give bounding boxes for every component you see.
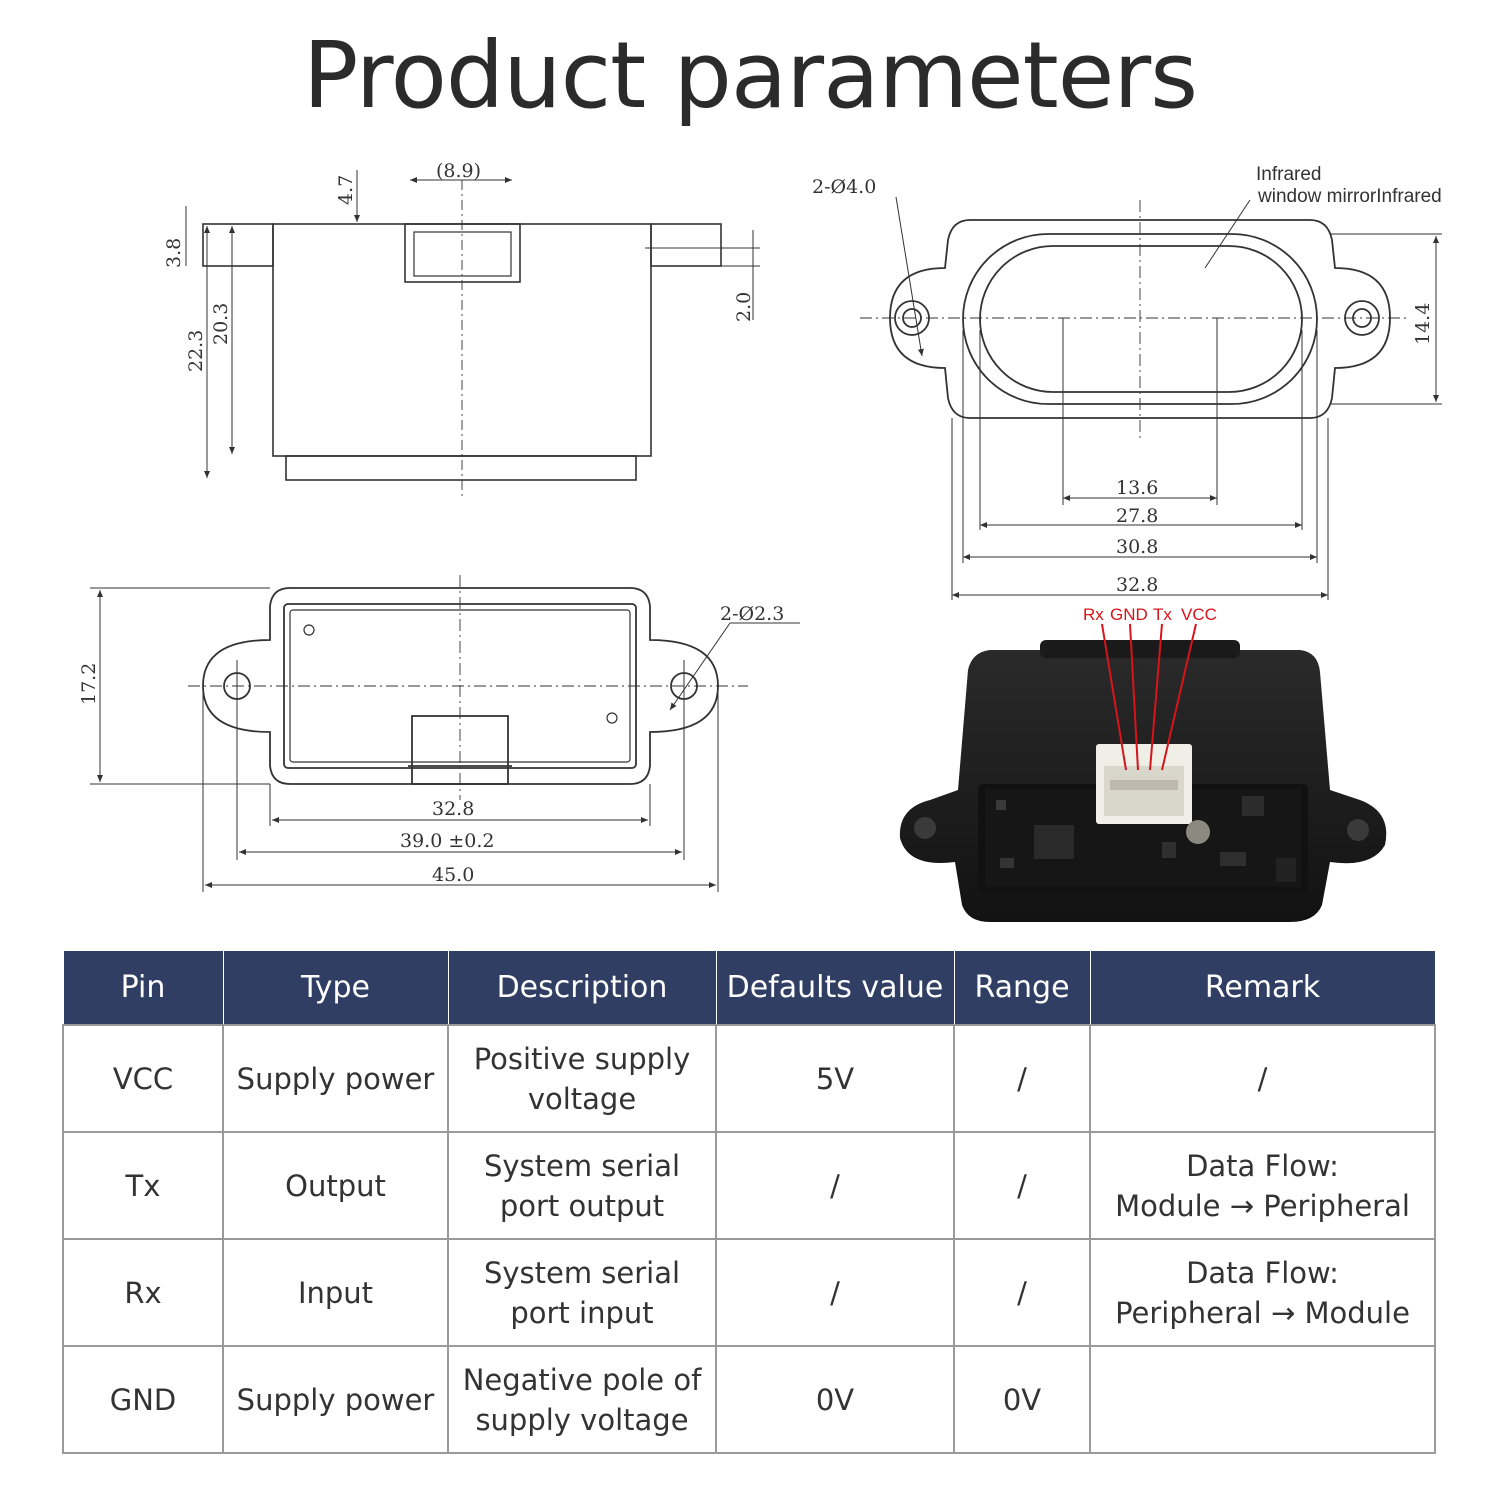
cell-range: / xyxy=(953,1024,1091,1133)
cell-pin: VCC xyxy=(62,1024,224,1133)
cell-type: Supply power xyxy=(222,1345,449,1454)
dim-front-13-6: 13.6 xyxy=(1116,477,1158,499)
cell-remark: Data Flow: Module → Peripheral xyxy=(1089,1131,1436,1240)
dim-back-39-0: 39.0 ±0.2 xyxy=(400,830,494,852)
side-view-drawing xyxy=(185,170,760,500)
header-description: Description xyxy=(447,951,717,1025)
dim-front-30-8: 30.8 xyxy=(1116,536,1158,558)
technical-drawings: (8.9) 4.7 3.8 22.3 20.3 2.0 2-Ø4.0 I xyxy=(78,160,1442,922)
cell-default: / xyxy=(715,1131,955,1240)
dim-total-height: 22.3 xyxy=(185,330,207,372)
table-header-row: Pin Type Description Defaults value Rang… xyxy=(62,951,1436,1025)
desc-line: Negative pole of xyxy=(462,1362,702,1397)
desc-line: supply voltage xyxy=(475,1402,689,1437)
dim-front-32-8: 32.8 xyxy=(1116,574,1158,596)
page-title: Product parameters xyxy=(302,22,1198,129)
cell-range: / xyxy=(953,1131,1091,1240)
dim-flange-thickness: 2.0 xyxy=(733,292,755,322)
cell-range: / xyxy=(953,1238,1091,1347)
table-row: Tx Output System serial port output / / D… xyxy=(62,1131,1436,1240)
cell-description: Negative pole of supply voltage xyxy=(447,1345,717,1454)
header-range: Range xyxy=(953,951,1091,1025)
cell-description: System serial port output xyxy=(447,1131,717,1240)
remark-line: Peripheral → Module xyxy=(1115,1295,1410,1330)
cell-range: 0V xyxy=(953,1345,1091,1454)
pin-label-rx: Rx xyxy=(1083,605,1104,624)
cell-pin: Tx xyxy=(62,1131,224,1240)
desc-line: port input xyxy=(510,1295,654,1330)
pin-table: Pin Type Description Defaults value Rang… xyxy=(62,951,1436,1454)
front-view-drawing xyxy=(860,196,1442,600)
table-row: Rx Input System serial port input / / Dat… xyxy=(62,1238,1436,1347)
header-defaults-value: Defaults value xyxy=(715,951,955,1025)
back-view-drawing xyxy=(90,575,800,892)
cell-default: / xyxy=(715,1238,955,1347)
desc-line: port output xyxy=(499,1188,665,1223)
cell-remark: Data Flow: Peripheral → Module xyxy=(1089,1238,1436,1347)
desc-line: voltage xyxy=(527,1081,637,1116)
cell-type: Output xyxy=(222,1131,449,1240)
remark-line: Data Flow: xyxy=(1186,1148,1339,1183)
dim-back-45-0: 45.0 xyxy=(432,864,474,886)
desc-line: System serial xyxy=(483,1255,681,1290)
table-row: GND Supply power Negative pole of supply … xyxy=(62,1345,1436,1454)
front-hole-label: 2-Ø4.0 xyxy=(812,176,876,198)
product-photo xyxy=(899,623,1387,922)
cell-remark xyxy=(1089,1345,1436,1454)
dim-back-32-8: 32.8 xyxy=(432,798,474,820)
remark-line: Data Flow: xyxy=(1186,1255,1339,1290)
pin-label-vcc: VCC xyxy=(1181,605,1217,624)
cell-type: Supply power xyxy=(222,1024,449,1133)
dim-connector-width: (8.9) xyxy=(436,160,481,182)
header-pin: Pin xyxy=(62,951,224,1025)
cell-description: System serial port input xyxy=(447,1238,717,1347)
dim-connector-height: 4.7 xyxy=(335,175,357,205)
cell-default: 5V xyxy=(715,1024,955,1133)
pin-label-tx: Tx xyxy=(1153,605,1172,624)
back-hole-label: 2-Ø2.3 xyxy=(720,603,784,625)
dim-flange-height: 3.8 xyxy=(163,238,185,268)
cell-default: 0V xyxy=(715,1345,955,1454)
cell-description: Positive supply voltage xyxy=(447,1024,717,1133)
desc-line: System serial xyxy=(483,1148,681,1183)
dim-front-height: 14.4 xyxy=(1412,303,1434,345)
window-label-line1: Infrared xyxy=(1256,164,1321,185)
cell-remark: / xyxy=(1089,1024,1436,1133)
header-type: Type xyxy=(222,951,449,1025)
window-label-line2: window mirrorInfrared xyxy=(1257,186,1442,207)
dim-body-height: 20.3 xyxy=(210,303,232,345)
cell-pin: GND xyxy=(62,1345,224,1454)
pin-label-gnd: GND xyxy=(1110,605,1148,624)
remark-line: Module → Peripheral xyxy=(1115,1188,1410,1223)
cell-pin: Rx xyxy=(62,1238,224,1347)
dim-back-height: 17.2 xyxy=(78,663,100,705)
dim-front-27-8: 27.8 xyxy=(1116,505,1158,527)
header-remark: Remark xyxy=(1089,951,1436,1025)
cell-type: Input xyxy=(222,1238,449,1347)
remark-line: / xyxy=(1257,1061,1268,1096)
desc-line: Positive supply xyxy=(473,1041,691,1076)
